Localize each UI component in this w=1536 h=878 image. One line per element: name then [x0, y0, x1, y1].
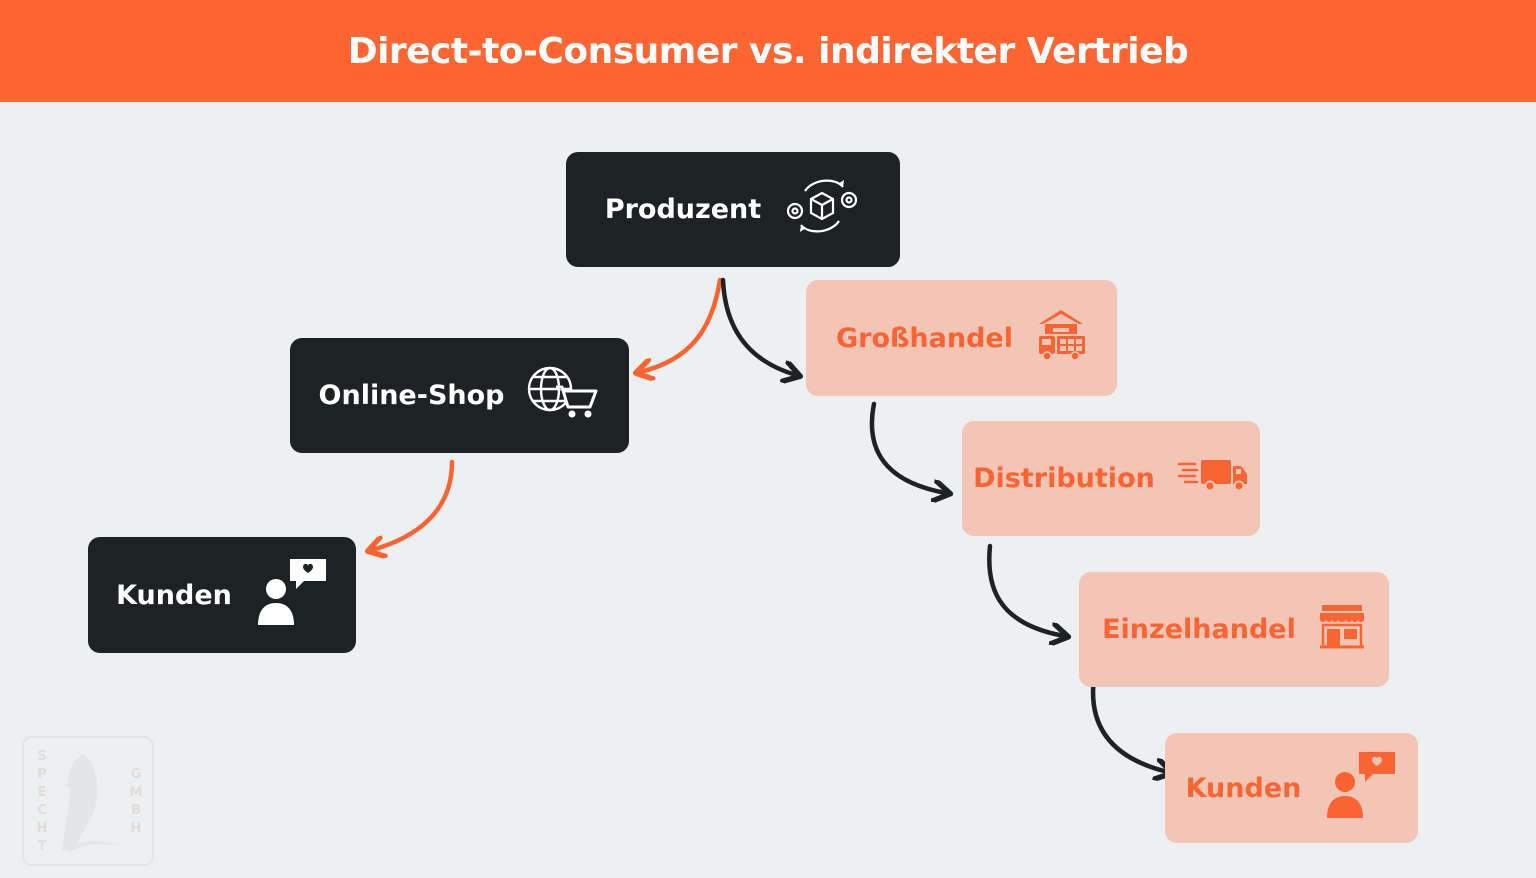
- node-customers-direct: Kunden: [88, 537, 356, 653]
- customer-heart-icon: [254, 557, 328, 634]
- svg-text:C: C: [37, 803, 47, 818]
- node-customers-direct-label: Kunden: [116, 579, 232, 611]
- svg-text:S: S: [37, 749, 46, 764]
- node-customers-indirect-label: Kunden: [1185, 772, 1302, 804]
- node-retail-label: Einzelhandel: [1102, 614, 1296, 645]
- svg-text:P: P: [37, 767, 47, 782]
- customer-heart-icon: [1323, 750, 1397, 827]
- svg-text:M: M: [130, 785, 143, 800]
- svg-text:G: G: [131, 767, 142, 782]
- node-customers-indirect: Kunden: [1165, 733, 1418, 843]
- woodpecker-logo-icon: S P E C H T G M B H: [37, 749, 143, 854]
- production-gears-box-icon: [783, 175, 861, 244]
- header-banner: Direct-to-Consumer vs. indirekter Vertri…: [0, 0, 1536, 102]
- edge-online-shop-to-customers: [372, 459, 455, 550]
- node-wholesale: Großhandel: [806, 280, 1117, 396]
- svg-text:H: H: [37, 821, 48, 836]
- globe-cart-icon: [526, 363, 600, 428]
- warehouse-truck-icon: [1035, 308, 1087, 369]
- edge-retail-to-customers: [1090, 675, 1168, 772]
- edge-producer-to-wholesale: [720, 277, 796, 375]
- node-wholesale-label: Großhandel: [835, 322, 1013, 354]
- edge-distribution-to-retail: [987, 543, 1064, 636]
- node-producer: Produzent: [566, 152, 900, 267]
- svg-text:H: H: [131, 821, 142, 836]
- node-producer-label: Produzent: [604, 194, 762, 225]
- svg-text:T: T: [38, 839, 47, 854]
- node-online-shop-label: Online-Shop: [318, 380, 505, 411]
- specht-watermark-logo: S P E C H T G M B H: [22, 736, 154, 866]
- node-retail: Einzelhandel: [1079, 572, 1389, 687]
- node-online-shop: Online-Shop: [290, 338, 629, 453]
- svg-text:E: E: [38, 785, 47, 800]
- storefront-icon: [1318, 603, 1366, 656]
- edge-wholesale-to-distribution: [869, 401, 946, 493]
- edge-producer-to-online-shop: [640, 277, 723, 372]
- node-distribution-label: Distribution: [973, 463, 1155, 494]
- page-title: Direct-to-Consumer vs. indirekter Vertri…: [347, 30, 1189, 72]
- node-distribution: Distribution: [962, 421, 1260, 536]
- svg-text:B: B: [131, 803, 141, 818]
- delivery-truck-icon: [1177, 458, 1249, 499]
